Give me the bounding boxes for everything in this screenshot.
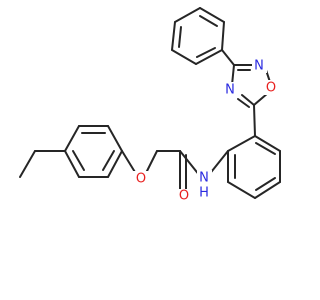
label-bg-o-ring <box>264 80 279 95</box>
molecule-canvas: O O N H N N O <box>19 7 281 204</box>
ring1-bond-6 <box>64 150 80 178</box>
atom-h-amide: H <box>199 186 209 201</box>
ring2-double-2 <box>255 177 276 191</box>
central-phenyl-ring <box>227 135 281 199</box>
ring1-bond-1 <box>64 125 80 152</box>
ring2-bond-5 <box>254 135 281 152</box>
molecule-structure: O O N H N N O <box>19 7 281 204</box>
ring4-bond-5 <box>171 49 197 65</box>
ring4-bond-2 <box>199 7 225 23</box>
ethyl-group <box>19 150 66 178</box>
label-bg-o-carbonyl <box>176 189 191 204</box>
ring2-bond-2 <box>227 181 256 199</box>
bond-ethyl-ch3 <box>19 150 36 178</box>
linker-chain <box>121 150 229 191</box>
atom-n-amide: N <box>199 171 209 186</box>
ring1-double-2 <box>102 150 115 171</box>
label-bg-n-ring-top <box>252 58 267 73</box>
ring4-bond-3 <box>174 7 201 23</box>
label-bg-h-amide <box>197 186 212 201</box>
ring2-bond-6 <box>227 135 256 152</box>
ring4-bond-1 <box>221 21 225 51</box>
label-bg-n-ring-bottom <box>223 82 238 97</box>
label-bg-n-amide <box>197 170 212 185</box>
atom-labels: O O N H N N O <box>133 58 279 204</box>
ring4-double-2 <box>178 26 182 48</box>
ethylphenyl-ring <box>64 125 123 178</box>
bond-aryl-c5 <box>253 104 256 137</box>
ring3-double-c5-n4 <box>237 98 250 108</box>
ring1-bond-4 <box>107 150 123 178</box>
atom-n-ring-bottom: N <box>225 83 235 98</box>
label-bg-o-ether <box>133 171 148 186</box>
bond-co-n <box>179 150 201 177</box>
atom-o-ether: O <box>136 172 146 187</box>
atom-o-ring: O <box>266 81 276 96</box>
terminal-phenyl-ring <box>171 7 225 65</box>
atom-o-carbonyl: O <box>179 189 189 204</box>
ring3-bond-c3-c-phenyl <box>221 49 235 66</box>
ring3-bond-c5-n4 <box>241 94 255 106</box>
ring4-double-1 <box>199 15 218 27</box>
atom-n-ring-top: N <box>254 59 264 74</box>
ring2-double-3 <box>255 142 276 155</box>
ring4-bond-4 <box>171 21 176 51</box>
ring1-double-3 <box>72 150 85 171</box>
ring4-double-3 <box>196 47 216 58</box>
ring3-bond-n4-c3 <box>231 64 235 86</box>
ring1-bond-3 <box>107 125 123 152</box>
ring4-bond-6 <box>195 49 223 65</box>
ring2-bond-3 <box>254 181 281 199</box>
